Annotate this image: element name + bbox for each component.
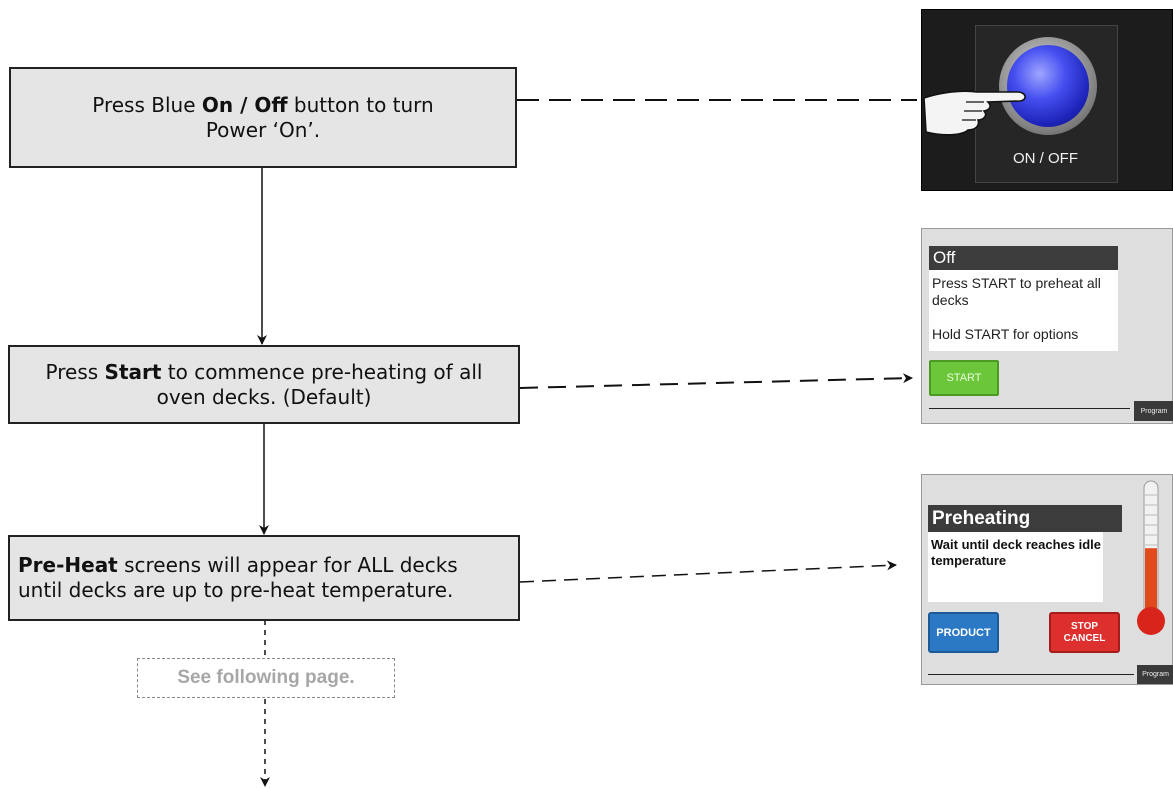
preheating-divider — [928, 674, 1134, 675]
off-screen-divider — [929, 408, 1130, 409]
step-power-line-2: Power ‘On’. — [205, 117, 321, 142]
step-preheat: Pre-Heat screens will appear for ALL dec… — [8, 535, 520, 621]
off-screen-title: Off — [929, 246, 1118, 270]
on-off-label: ON / OFF — [1013, 150, 1078, 167]
off-screen-line-1: Press START to preheat all decks — [932, 275, 1101, 308]
start-button[interactable]: START — [929, 360, 999, 396]
step-power-on: Press Blue On / Off button to turn Power… — [9, 67, 517, 168]
preheating-title: Preheating — [928, 505, 1122, 532]
preheating-message: Wait until deck reaches idle temperature — [928, 532, 1103, 602]
thermometer-ticks — [1145, 494, 1157, 556]
step-preheat-line-2: until decks are up to pre-heat temperatu… — [18, 578, 454, 602]
step-start-line-2: oven decks. (Default) — [156, 384, 372, 409]
off-screen-message: Press START to preheat all decks Hold ST… — [929, 270, 1118, 351]
off-screen-panel: Off Press START to preheat all decks Hol… — [921, 228, 1173, 424]
preheating-screen-panel: Preheating Wait until deck reaches idle … — [921, 474, 1173, 685]
dashed-to-preheat-panel — [519, 560, 897, 583]
program-button[interactable]: Program — [1134, 401, 1173, 421]
thermometer-bulb — [1137, 607, 1165, 635]
pointing-hand-icon — [923, 90, 1026, 136]
dashed-to-off-panel — [519, 373, 913, 389]
see-following-page-note: See following page. — [137, 658, 395, 698]
program-button-preheat[interactable]: Program — [1137, 665, 1173, 684]
step-start-line-1: Press Start to commence pre-heating of a… — [45, 359, 483, 384]
power-button-panel: ON / OFF — [921, 9, 1173, 191]
step-power-line-1: Press Blue On / Off button to turn — [92, 92, 434, 117]
on-off-button[interactable] — [1007, 45, 1089, 127]
stop-cancel-button[interactable]: STOP CANCEL — [1049, 612, 1120, 653]
product-button[interactable]: PRODUCT — [928, 612, 999, 653]
step-press-start: Press Start to commence pre-heating of a… — [8, 345, 520, 424]
thermometer-fill — [1145, 548, 1157, 623]
off-screen-line-2: Hold START for options — [932, 326, 1079, 342]
thermometer-icon — [1137, 480, 1165, 635]
step-preheat-line-1: Pre-Heat screens will appear for ALL dec… — [18, 553, 458, 577]
